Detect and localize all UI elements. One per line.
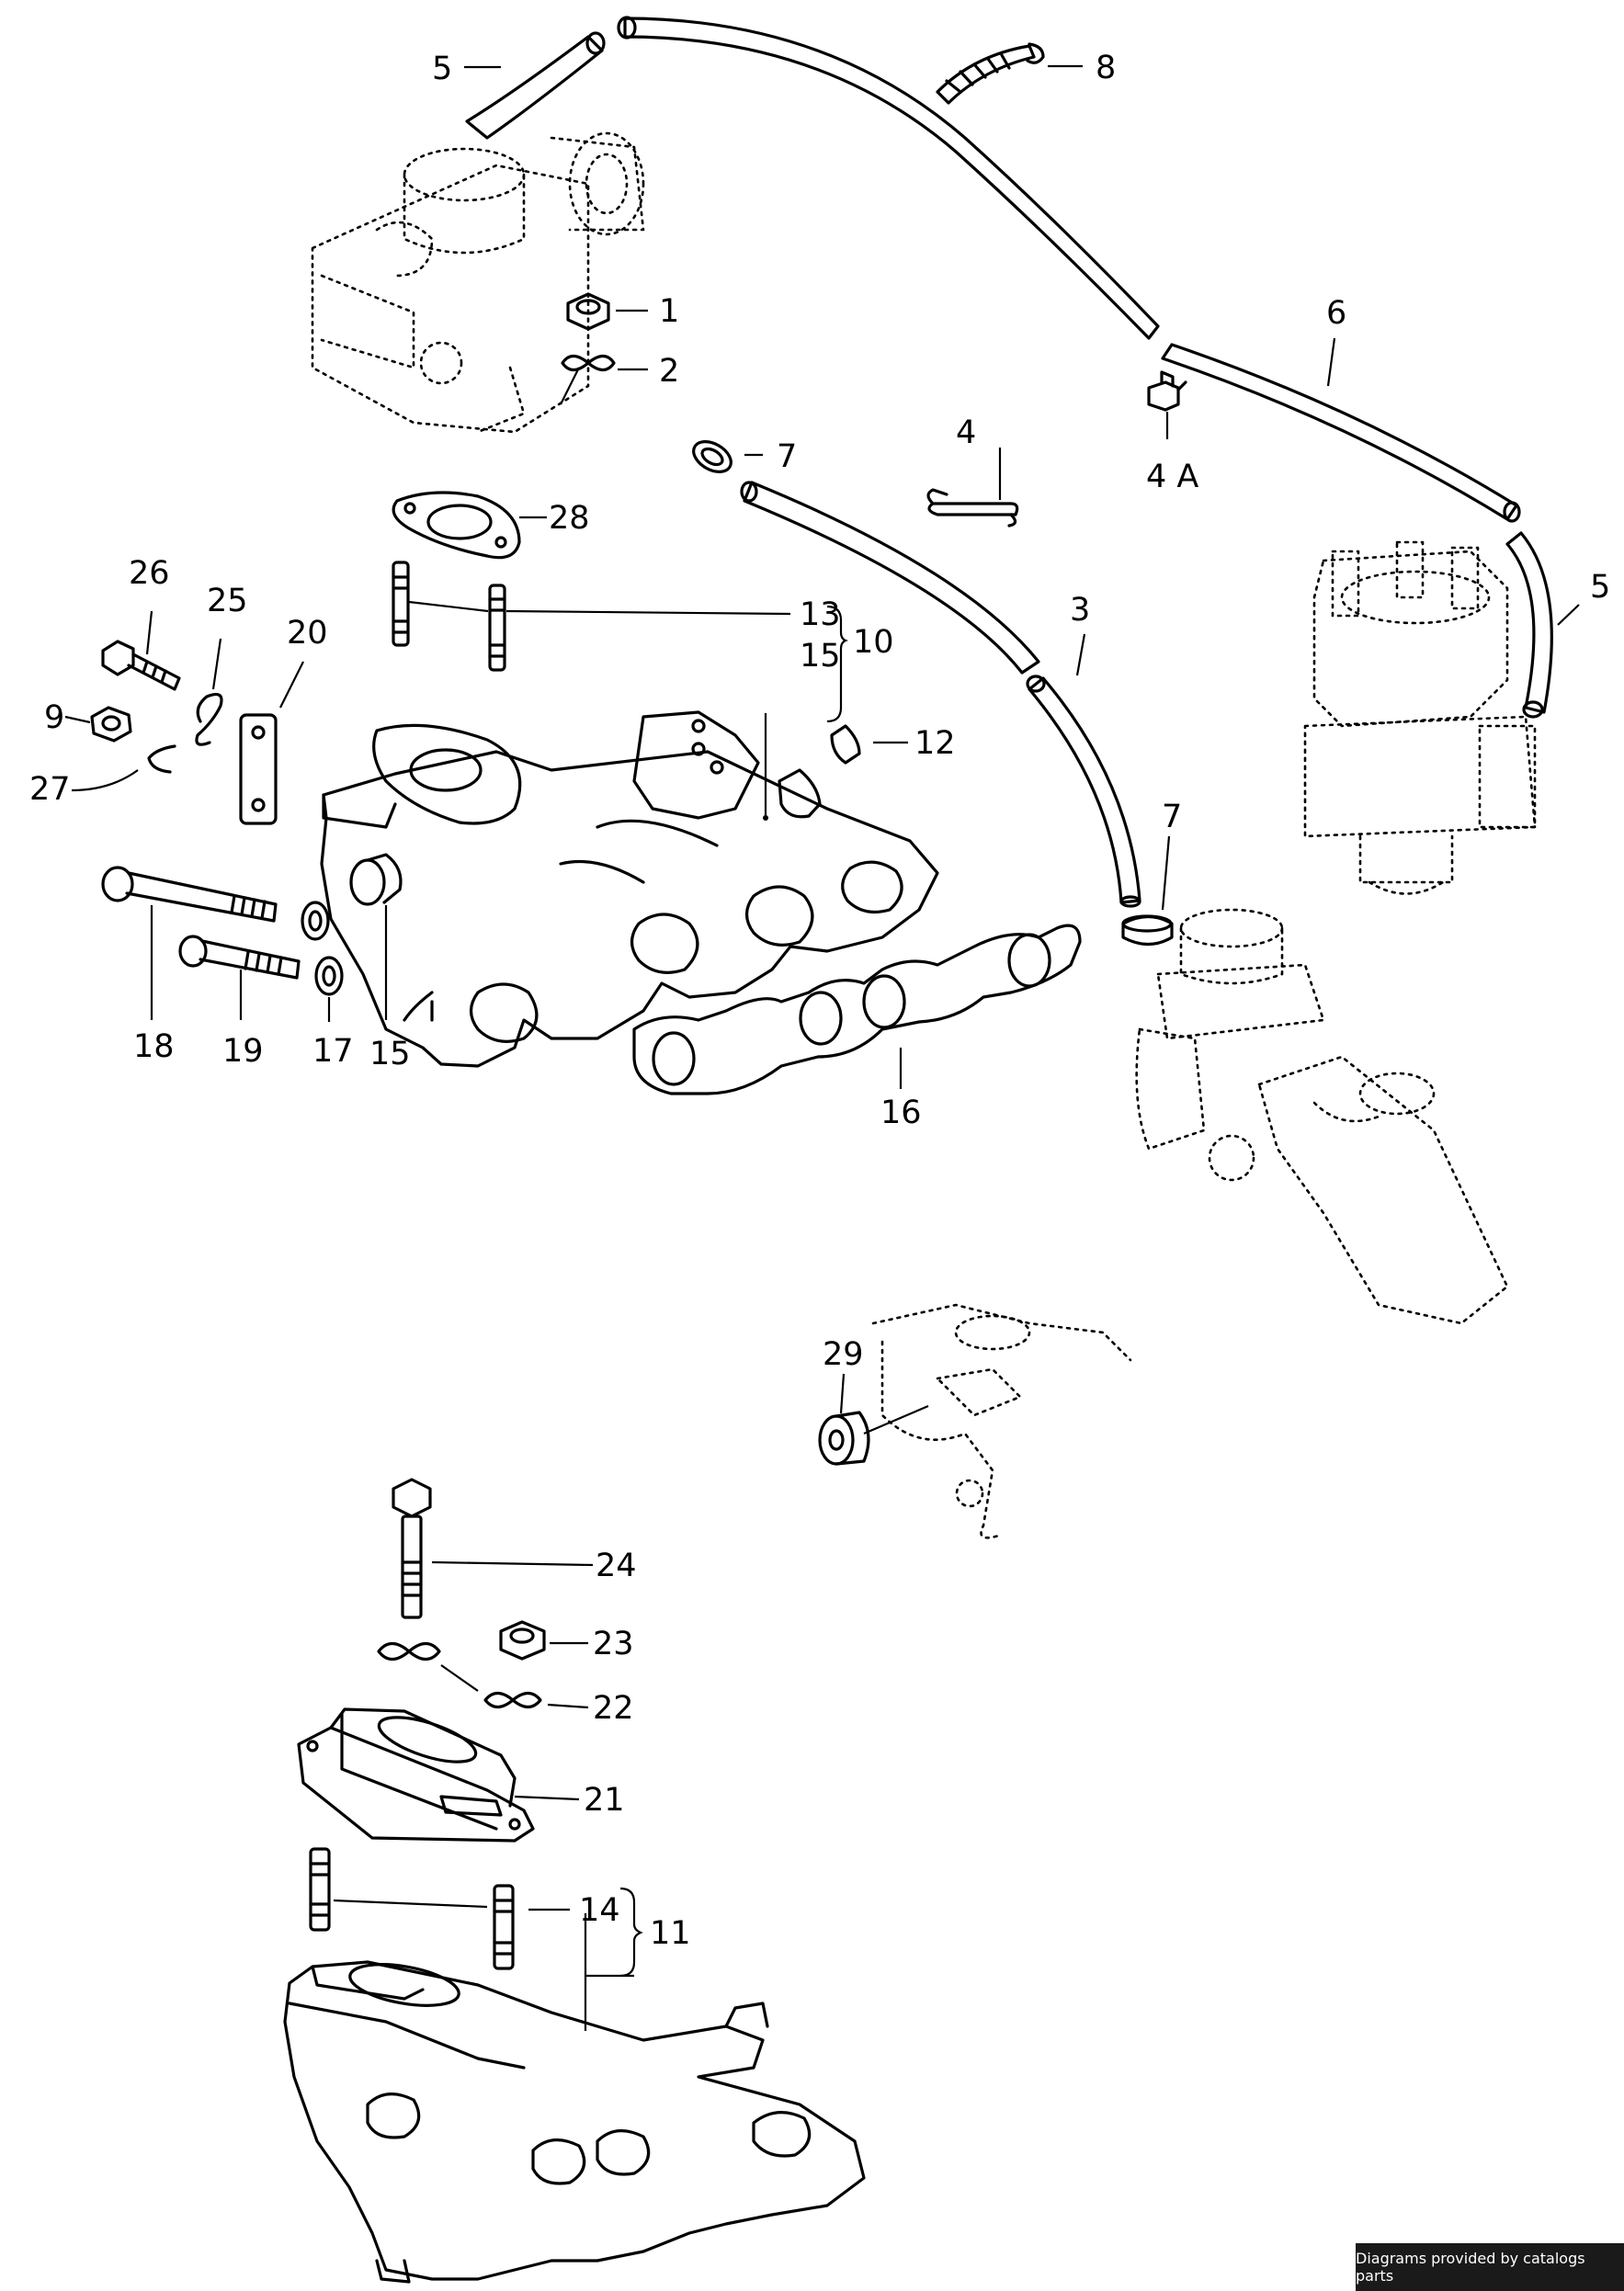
carburettor-ghost	[311, 131, 645, 434]
callout-20: 20	[287, 615, 328, 652]
hose-5-right	[1505, 531, 1553, 719]
lock-washer-22-left	[377, 1641, 441, 1662]
manifold-gasket-16	[632, 924, 1082, 1095]
stud-14-right	[493, 1884, 515, 1970]
nut-1	[566, 292, 610, 331]
clip-4	[926, 488, 1019, 527]
callout-8: 8	[1096, 50, 1116, 86]
callout-16: 16	[880, 1094, 922, 1131]
callout-11: 11	[650, 1915, 691, 1952]
bushing-15	[349, 853, 403, 906]
callout-5-right: 5	[1590, 569, 1610, 606]
washer-27	[147, 744, 176, 774]
callout-26: 26	[129, 555, 170, 592]
callout-15-lower: 15	[369, 1036, 411, 1072]
callout-17: 17	[312, 1033, 354, 1070]
leader-lines	[64, 64, 1580, 1978]
callout-13: 13	[800, 596, 841, 633]
clip-8	[936, 42, 1045, 105]
callout-15-upper: 15	[800, 638, 841, 675]
plug-29	[818, 1404, 929, 1466]
callout-14: 14	[579, 1892, 620, 1929]
attribution-footer: Diagrams provided by catalogs parts	[1356, 2243, 1624, 2291]
callout-29: 29	[823, 1336, 864, 1373]
hose-clip-7-lower	[1121, 914, 1174, 947]
callout-4: 4	[956, 414, 976, 451]
intake-manifold-10	[320, 710, 939, 1068]
callout-23: 23	[593, 1626, 634, 1662]
gasket-28	[392, 491, 521, 560]
washer-17-upper	[301, 901, 330, 941]
lock-washer-22-right	[483, 1691, 542, 1709]
washer-25	[195, 693, 223, 746]
callout-18: 18	[133, 1028, 175, 1065]
callout-22: 22	[593, 1690, 634, 1727]
callout-19: 19	[222, 1033, 264, 1070]
callout-6: 6	[1326, 295, 1346, 332]
hose-6	[617, 16, 1521, 523]
callout-5-top: 5	[432, 51, 452, 87]
callout-27: 27	[29, 771, 71, 808]
attribution-text: Diagrams provided by catalogs parts	[1356, 2250, 1585, 2285]
callout-10: 10	[853, 624, 894, 661]
callout-2: 2	[659, 353, 679, 390]
bolt-19	[178, 935, 301, 980]
callout-12: 12	[914, 725, 956, 762]
bolt-18	[101, 866, 278, 923]
nut-23	[499, 1620, 546, 1661]
intake-manifold-11	[283, 1913, 866, 2284]
head-detail-ghost	[871, 1303, 1132, 1539]
callout-3: 3	[1070, 592, 1090, 629]
callout-1: 1	[659, 293, 679, 330]
callout-7-lower: 7	[1162, 799, 1182, 835]
hose-5-top	[465, 31, 606, 140]
gasket-20	[239, 713, 278, 825]
vacuum-unit-ghost	[1135, 908, 1509, 1325]
callout-7-upper: 7	[777, 438, 797, 475]
nut-9	[90, 706, 132, 743]
distributor-ghost	[1303, 540, 1537, 895]
hose-3	[740, 481, 1141, 908]
callout-9: 9	[44, 699, 64, 736]
callout-numbers: 5 8 1 2 6 7 4 4 A 28 5 26 25 20 13 15 10…	[29, 50, 1610, 1952]
washer-17-lower	[314, 956, 344, 996]
callout-24: 24	[596, 1548, 637, 1584]
stud-13-left	[392, 561, 410, 647]
flange-21	[297, 1707, 535, 1843]
callout-4a: 4 A	[1146, 459, 1198, 495]
bolt-26	[101, 640, 181, 691]
callout-25: 25	[207, 583, 248, 619]
connector-4a	[1147, 370, 1187, 439]
callout-21: 21	[584, 1782, 625, 1819]
stud-14-left	[309, 1847, 331, 1932]
bolt-24	[392, 1478, 432, 1619]
callout-28: 28	[549, 500, 590, 537]
cap-12	[778, 724, 861, 819]
stud-13-right	[488, 584, 506, 672]
hose-clip-7-upper	[692, 440, 733, 473]
